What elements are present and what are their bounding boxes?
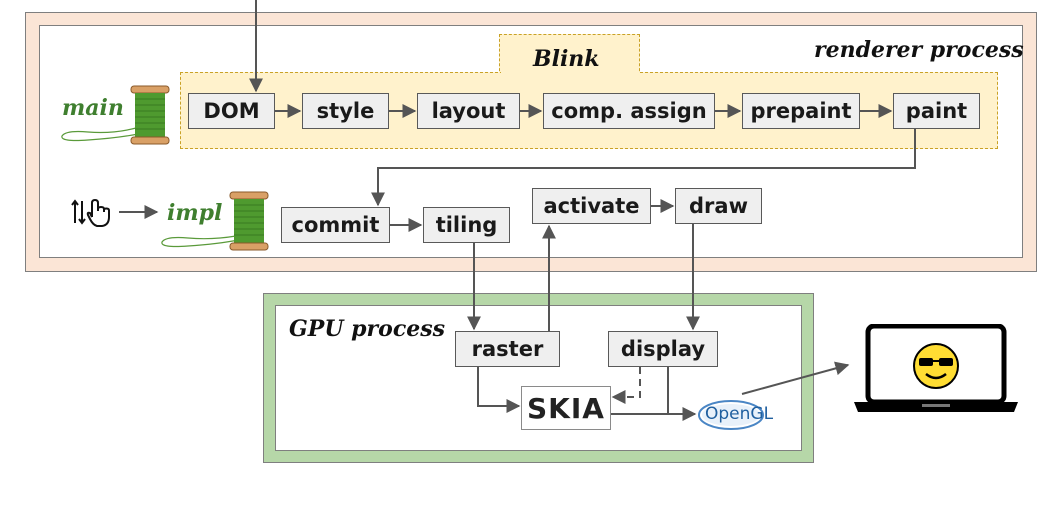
laptop-icon [852,323,1020,416]
display-box: display [608,331,718,367]
layout-box: layout [417,93,520,129]
gpu-process-title: GPU process [289,316,445,342]
impl-spool-icon [160,190,274,254]
blink-tab-joint [501,70,638,76]
tiling-box: tiling [423,207,510,243]
opengl-logo-swoosh [698,400,764,430]
main-thread-label: main [62,95,124,121]
raster-box: raster [455,331,560,367]
draw-box: draw [675,188,762,224]
blink-title: Blink [533,46,600,72]
comp-assign-box: comp. assign [543,93,715,129]
main-spool-icon [58,84,172,148]
display-to-skia-dashed-arrow [611,367,641,404]
activate-box: activate [532,188,651,224]
opengl-logo-text: OpenGL [705,404,774,424]
commit-box: commit [281,207,390,243]
opengl-to-laptop-arrow [741,361,850,395]
prepaint-box: prepaint [742,93,860,129]
impl-thread-label: impl [167,200,223,226]
dom-box: DOM [188,93,275,129]
skia-logo: SKIA [521,386,611,430]
blink-tab [499,34,640,76]
opengl-logo: OpenGL [697,397,785,433]
skia-logo-text: SKIA [527,391,605,425]
smiley-sunglasses-icon [913,343,959,389]
scroll-input-icon [70,197,114,229]
style-box: style [302,93,389,129]
paint-box: paint [893,93,980,129]
renderer-process-title: renderer process [814,37,1024,63]
raster-to-skia-arrow [477,367,521,413]
paint-to-commit-arrow [371,129,916,207]
